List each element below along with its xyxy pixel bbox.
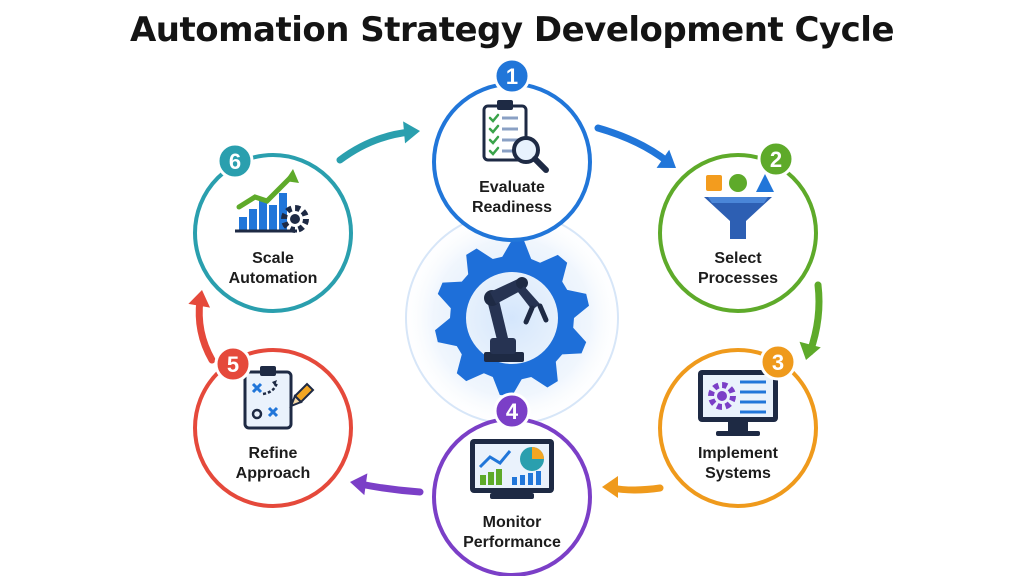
- badge-circle: [214, 345, 252, 383]
- badge-circle: [216, 142, 254, 180]
- arrow-head: [403, 121, 420, 144]
- step-number-badge: 3: [759, 343, 797, 381]
- strategy-clipboard-pencil-icon: [243, 366, 315, 430]
- cycle-arrow: [594, 124, 676, 168]
- step-label-line: Monitor: [483, 514, 542, 531]
- arrow-shaft: [195, 296, 216, 364]
- arrow-head: [799, 341, 821, 360]
- badge-circle: [493, 392, 531, 430]
- step-number-badge: 5: [214, 345, 252, 383]
- robotic-arm-gear-icon: [435, 240, 589, 396]
- step-label-line: Automation: [229, 270, 318, 287]
- step-number-badge: 4: [493, 392, 531, 430]
- step-label-line: Refine: [249, 445, 298, 462]
- step-number-badge: 1: [493, 57, 531, 95]
- arrow-shaft: [608, 484, 664, 494]
- arrow-shaft: [806, 281, 823, 356]
- dashboard-monitor-icon: [470, 439, 554, 499]
- step-label-line: Readiness: [472, 199, 552, 216]
- center-gear-shape: [435, 240, 589, 396]
- step-number: 4: [506, 399, 519, 424]
- cycle-arrows: [188, 121, 823, 498]
- center-hub: [400, 206, 624, 430]
- step-number: 6: [229, 149, 241, 174]
- robot-arm-figure: [484, 277, 549, 362]
- step-number-badge: 2: [757, 140, 795, 178]
- cycle-arrow: [799, 281, 823, 360]
- arrow-shaft: [356, 480, 424, 496]
- arrow-head: [350, 473, 368, 496]
- cycle-arrow: [188, 290, 216, 364]
- cycle-arrow: [336, 121, 420, 164]
- growth-chart-gear-icon: [235, 169, 309, 233]
- step-number: 5: [227, 352, 239, 377]
- arrow-shaft: [336, 128, 414, 164]
- arrow-head: [602, 476, 618, 498]
- step-number: 1: [506, 64, 518, 89]
- step-label-line: Approach: [236, 465, 311, 482]
- badge-circle: [493, 57, 531, 95]
- badge-circle: [757, 140, 795, 178]
- step-number-badge: 6: [216, 142, 254, 180]
- step-label-line: Select: [714, 250, 762, 267]
- monitor-gear-icon: [698, 370, 778, 436]
- arrow-head: [188, 290, 211, 308]
- cycle-arrow: [350, 473, 424, 496]
- center-glow: [400, 206, 624, 430]
- step-label-line: Processes: [698, 270, 778, 287]
- cycle-arrow: [602, 476, 664, 498]
- arrow-head: [656, 149, 676, 168]
- diagram-title: Automation Strategy Development Cycle: [129, 10, 895, 50]
- funnel-shapes-icon: [704, 174, 774, 239]
- step-label-line: Scale: [252, 250, 294, 267]
- step-number: 2: [770, 147, 782, 172]
- step-label-line: Performance: [463, 534, 561, 551]
- step-label-line: Implement: [698, 445, 779, 462]
- step-label-line: Systems: [705, 465, 771, 482]
- clipboard-magnifier-icon: [482, 100, 549, 173]
- badge-circle: [759, 343, 797, 381]
- step-label-line: Evaluate: [479, 179, 545, 196]
- arrow-shaft: [594, 124, 672, 166]
- step-circle: [193, 153, 353, 313]
- step-number: 3: [772, 350, 784, 375]
